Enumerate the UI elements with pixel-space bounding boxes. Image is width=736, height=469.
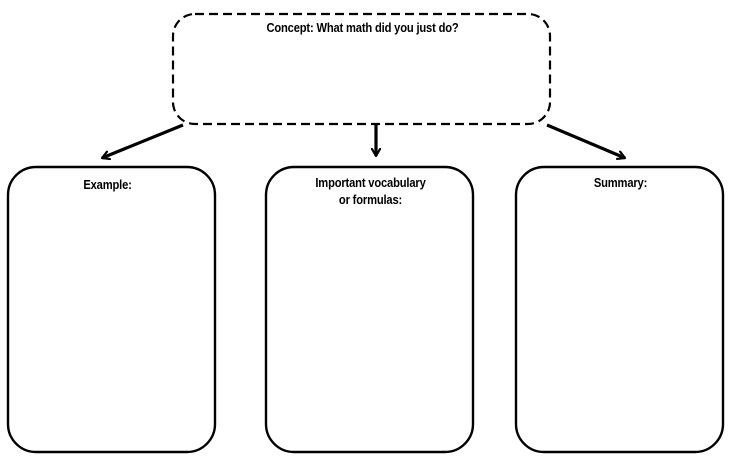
summary-label: Summary: (593, 175, 648, 190)
arrow-to-example (102, 123, 184, 158)
summary-box (514, 165, 725, 454)
vocabulary-label: Important vocabulary or formulas: (282, 174, 458, 208)
example-box (6, 165, 217, 454)
concept-box (171, 12, 552, 126)
vocabulary-label-line2: or formulas: (338, 192, 403, 207)
vocabulary-label-line1: Important vocabulary (315, 175, 426, 190)
concept-label: Concept: What math did you just do? (266, 20, 459, 35)
arrow-to-summary (546, 123, 625, 158)
vocabulary-box (264, 165, 475, 454)
example-label: Example: (83, 177, 132, 192)
